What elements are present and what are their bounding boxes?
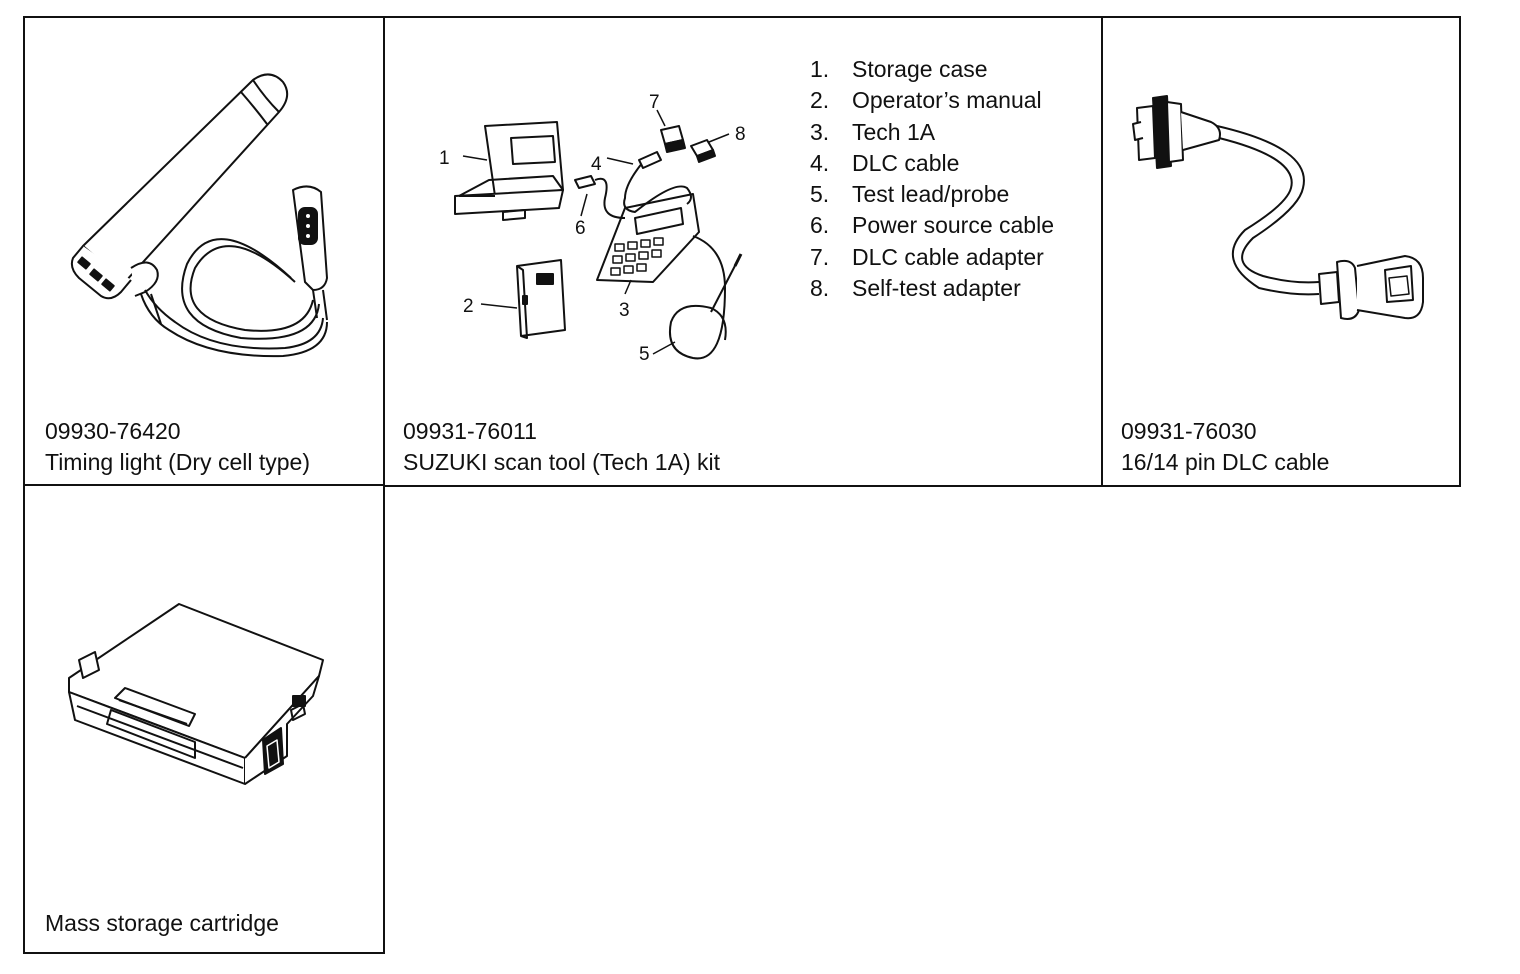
legend-item: 8.Self-test adapter (810, 275, 1021, 302)
callout-8: 8 (735, 124, 746, 145)
scan-tool-kit-caption: 09931-76011 SUZUKI scan tool (Tech 1A) k… (403, 416, 720, 478)
callout-2: 2 (463, 296, 474, 317)
timing-light-illustration (70, 73, 328, 358)
timing-light-caption: 09930-76420 Timing light (Dry cell type) (45, 416, 310, 478)
tool-name: Mass storage cartridge (45, 910, 279, 936)
tech-1a-shape (596, 193, 700, 283)
tool-name: SUZUKI scan tool (Tech 1A) kit (403, 449, 720, 475)
legend-item: 5.Test lead/probe (810, 181, 1010, 208)
kit-legend: 1.Storage case 2.Operator’s manual 3.Tec… (810, 54, 1054, 304)
legend-item: 1.Storage case (810, 56, 988, 82)
mass-storage-cartridge-illustration (68, 603, 324, 785)
legend-item: 2.Operator’s manual (810, 87, 1042, 114)
callout-4: 4 (591, 154, 602, 175)
callout-6: 6 (575, 218, 586, 239)
part-number: 09931-76030 (1121, 418, 1257, 444)
legend-item: 7.DLC cable adapter (810, 243, 1044, 270)
legend-item: 6.Power source cable (810, 212, 1054, 239)
tool-name: 16/14 pin DLC cable (1121, 449, 1330, 475)
dlc-cable-illustration (1132, 95, 1424, 320)
tool-name: Timing light (Dry cell type) (45, 449, 310, 475)
legend-item: 3.Tech 1A (810, 118, 936, 145)
tool-cell-scan-tool-kit: 1 2 3 4 5 6 7 8 1.Storage case 2.Operato… (383, 16, 1103, 487)
callout-3: 3 (619, 300, 630, 321)
mass-storage-cartridge-caption: Mass storage cartridge (45, 908, 279, 939)
dlc-cable-caption: 09931-76030 16/14 pin DLC cable (1121, 416, 1329, 478)
callout-1: 1 (439, 148, 450, 169)
callout-5: 5 (639, 344, 650, 365)
power-source-cable-shape (574, 175, 596, 189)
dlc-cable-shape (623, 161, 692, 213)
scan-tool-kit-illustration: 1 2 3 4 5 6 7 8 (439, 92, 746, 365)
tool-cell-timing-light: 09930-76420 Timing light (Dry cell type) (23, 16, 385, 487)
callout-7: 7 (649, 92, 660, 113)
test-lead-probe-shape (669, 235, 727, 360)
part-number: 09931-76011 (403, 418, 537, 444)
tool-cell-dlc-cable: 09931-76030 16/14 pin DLC cable (1101, 16, 1461, 487)
tool-cell-mass-storage-cartridge: Mass storage cartridge (23, 484, 385, 954)
storage-case-shape (484, 121, 564, 197)
part-number: 09930-76420 (45, 418, 181, 444)
legend-item: 4.DLC cable (810, 149, 960, 176)
